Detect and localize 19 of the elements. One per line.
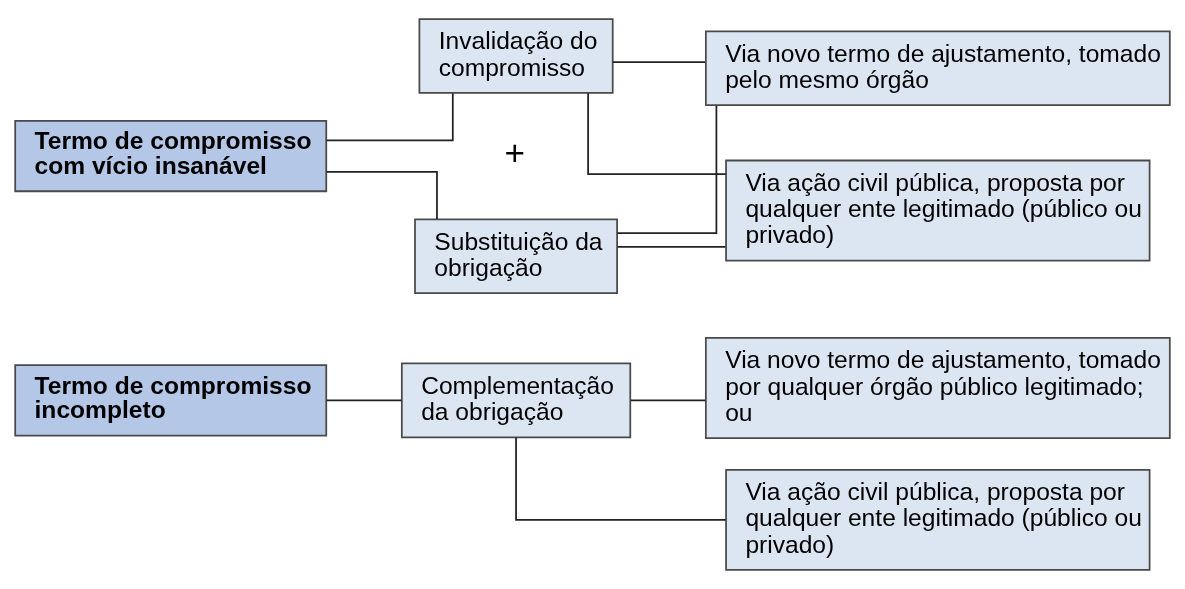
connector — [616, 104, 718, 234]
node-box: Termo de compromisso incompleto — [14, 364, 328, 437]
label: + — [504, 132, 526, 172]
node-box: Complementação da obrigação — [400, 362, 632, 439]
connector — [587, 92, 727, 175]
connector — [616, 246, 727, 248]
node-box: Via ação civil pública, proposta por qualquer ente legitimado (público ou privado) — [725, 159, 1151, 262]
connector — [629, 399, 707, 402]
node-box: Termo de compromisso com vício insanável — [14, 120, 328, 193]
connector — [611, 61, 706, 63]
connector — [325, 171, 438, 220]
node-box: Via ação civil pública, proposta por qualquer ente legitimado (público ou privado) — [725, 468, 1151, 571]
connector — [515, 436, 727, 521]
node-box: Via novo termo de ajustamento, tomado pelo mesmo órgão — [704, 30, 1171, 106]
node-box: Via novo termo de ajustamento, tomado por qualquer órgão público legitimado; ou — [704, 337, 1171, 440]
node-box: Invalidação do compromisso — [418, 18, 614, 94]
connector — [325, 399, 403, 402]
connector — [325, 92, 454, 142]
node-box: Substituição da obrigação — [414, 218, 618, 295]
